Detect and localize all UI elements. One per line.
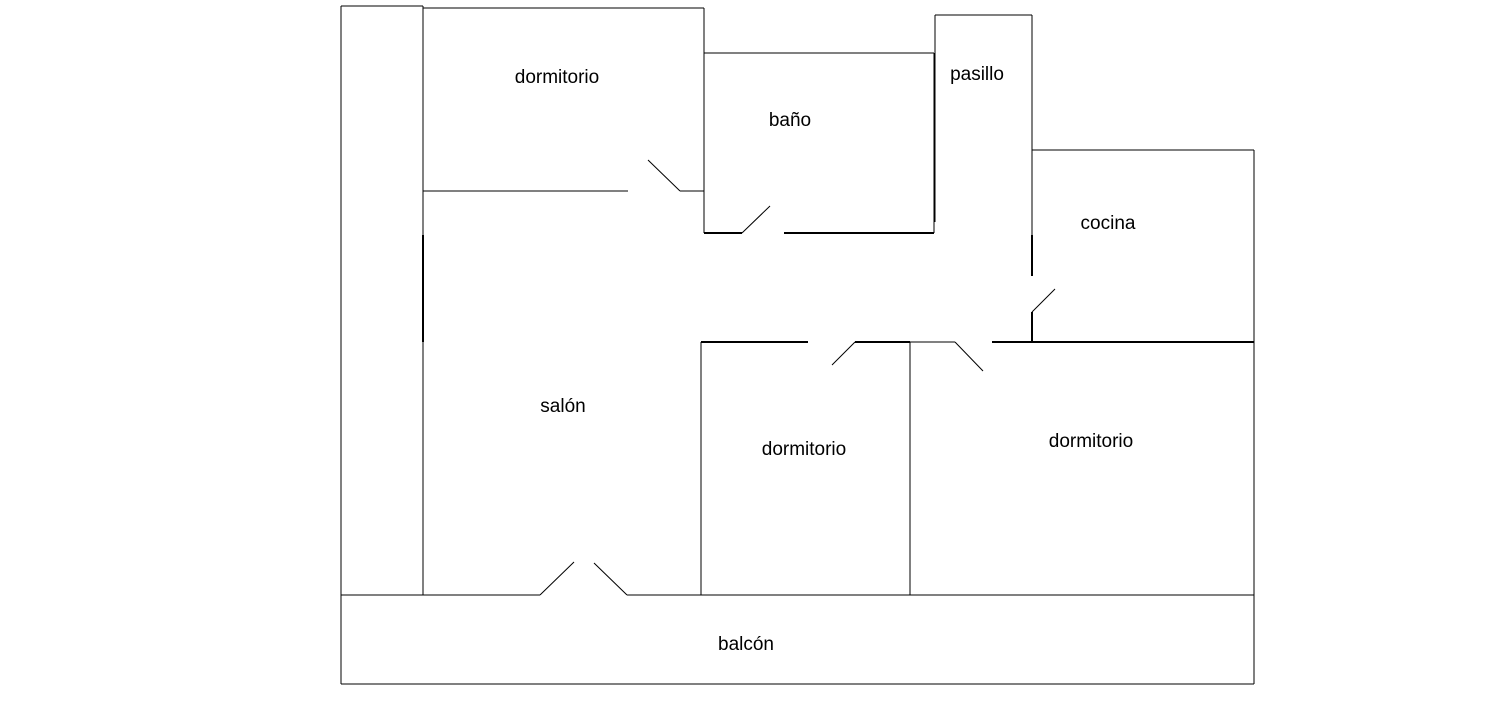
room-salon-walls [422,191,701,596]
room-cocina-walls [992,149,1255,343]
door-cocina [1031,288,1056,313]
label-salon: salón [540,396,585,417]
door-dormitorio-top [647,159,681,192]
doors [539,159,1056,596]
room-labels: dormitorio baño pasillo cocina salón dor… [515,64,1136,655]
room-dormitorio-top-walls [422,6,705,192]
room-dormitorio-right-walls [910,341,1255,596]
door-balcon-right [593,562,628,596]
label-dormitorio-right: dormitorio [1049,431,1133,452]
room-bano-walls [703,52,935,234]
door-bano [741,205,771,234]
room-dormitorio-middle-walls [700,341,911,596]
label-dormitorio-top: dormitorio [515,67,599,88]
label-bano: baño [769,110,811,131]
label-balcon: balcón [718,634,774,655]
label-dormitorio-middle: dormitorio [762,439,846,460]
door-dormitorio-middle [831,341,856,366]
outer-walls [340,5,1255,685]
label-cocina: cocina [1081,213,1136,234]
door-dormitorio-right [954,341,984,372]
label-pasillo: pasillo [950,64,1004,85]
door-balcon-left [539,561,575,596]
room-pasillo-walls [934,14,1033,222]
